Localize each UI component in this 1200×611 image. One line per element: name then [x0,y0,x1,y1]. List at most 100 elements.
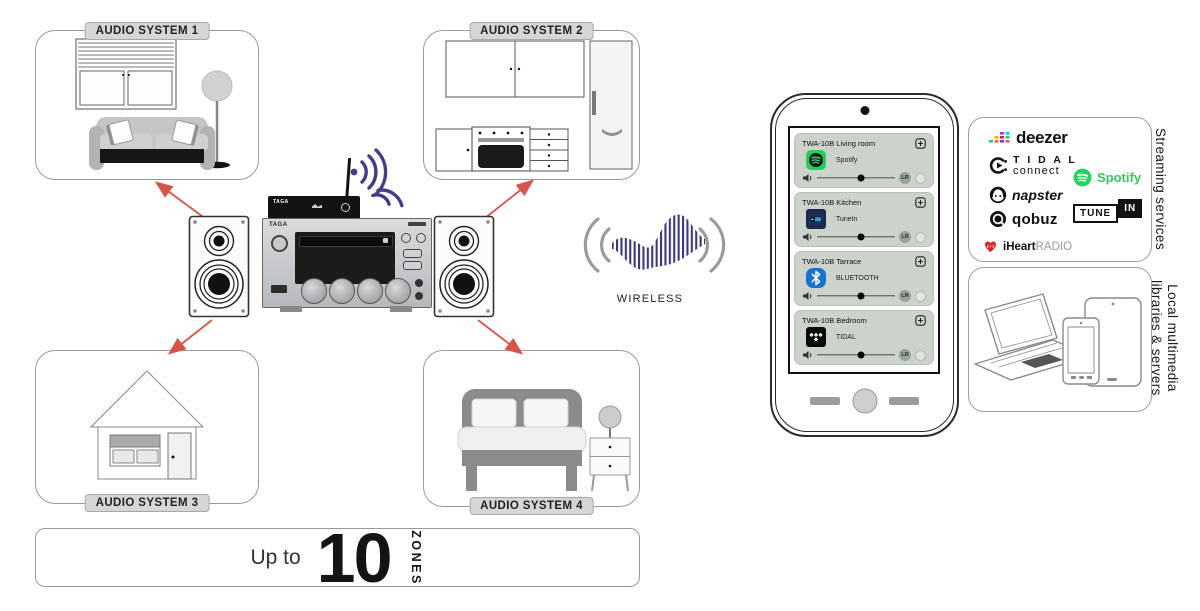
add-zone-button[interactable] [915,138,926,149]
phone-soft-key-left[interactable] [810,397,840,405]
napster-icon [989,186,1007,204]
balance-badge[interactable]: LR [899,231,911,243]
volume-slider-knob[interactable] [857,174,865,182]
amp-model-mark [408,222,426,226]
smartphone: TWA-10B Living room Spotify LR [770,93,959,437]
audio-system-2-box: AUDIO SYSTEM 2 [423,22,640,180]
preset-button-2[interactable] [403,261,422,270]
phone-camera-dot [860,106,869,115]
tidal-connect-icon [989,156,1007,174]
tidal-app-icon [806,327,826,347]
tidal-connect-logo: T I D A L connect [989,154,1077,177]
treble-knob[interactable] [329,278,355,304]
volume-slider-knob[interactable] [857,351,865,359]
adapter-logo-mark [312,204,322,208]
deezer-icon [989,132,1010,143]
amplifier-assembly: TAGA TAGA [262,148,432,314]
speaker-volume-icon [803,351,812,359]
bass-knob[interactable] [301,278,327,304]
kitchen-illustration [435,40,633,172]
zone-toggle[interactable] [915,290,926,302]
app-screen: TWA-10B Living room Spotify LR [788,126,940,374]
bluetooth-icon [806,268,826,288]
iheartradio-logo: iHeartRADIO [983,237,1072,255]
zones-banner: Up to 10 ZONES [35,518,640,597]
mic-jack [415,292,423,300]
phone-soft-key-right[interactable] [889,397,919,405]
amp-foot-left [280,306,302,312]
audio-system-3-label: AUDIO SYSTEM 3 [84,494,210,512]
qobuz-logo: qobuz [989,210,1058,228]
zone-card-bedroom: TWA-10B Bedroom TIDAL LR [794,310,934,365]
amp-brand: TAGA [269,222,288,228]
add-zone-button[interactable] [915,197,926,208]
phone-home-button[interactable] [852,388,877,414]
zone-card-terrace: TWA-10B Tarrace BLUETOOTH LR [794,251,934,306]
volume-slider-knob[interactable] [857,233,865,241]
volume-slider[interactable] [817,351,895,359]
banner-count: 10 [316,518,393,597]
left-speaker [188,215,250,318]
volume-slider[interactable] [817,233,895,241]
zone-name: TWA-10B Living room [802,139,876,148]
wireless-adapter: TAGA [268,196,360,219]
input-knob-small-2[interactable] [416,233,426,243]
zone-service: Spotify [836,156,858,164]
cd-slot [299,236,393,247]
wireless-label: WIRELESS [616,293,684,305]
spotify-icon [1073,168,1092,187]
balance-badge[interactable]: LR [899,290,911,302]
source-knob[interactable] [357,278,383,304]
banner-unit: ZONES [408,529,423,586]
power-button[interactable] [271,235,288,252]
adapter-brand: TAGA [273,199,289,205]
audio-system-3-box: AUDIO SYSTEM 3 [35,350,259,512]
deezer-logo: deezer [989,128,1068,148]
right-speaker [433,215,495,318]
zone-toggle[interactable] [915,172,926,184]
speaker-volume-icon [803,174,812,182]
zone-toggle[interactable] [915,349,926,361]
volume-slider-knob[interactable] [857,292,865,300]
audio-system-2-label: AUDIO SYSTEM 2 [469,22,594,40]
preset-button-1[interactable] [403,249,422,258]
zone-service: TIDAL [836,333,856,341]
volume-slider[interactable] [817,174,895,182]
local-media-box [968,267,1152,412]
speaker-volume-icon [803,233,812,241]
zone-service: TuneIn [836,215,858,223]
tunein-logo: TUNE IN [1073,199,1143,223]
spotify-logo: Spotify [1073,168,1141,187]
zone-name: TWA-10B Kitchen [802,198,862,207]
zone-card-kitchen: TWA-10B Kitchen TuneIn LR [794,192,934,247]
devices-illustration [974,293,1142,387]
audio-system-1-label: AUDIO SYSTEM 1 [84,22,210,40]
add-zone-button[interactable] [915,315,926,326]
phones-jack [415,279,423,287]
volume-slider[interactable] [817,292,895,300]
zone-service: BLUETOOTH [836,274,879,282]
wireless-wave-icon [583,214,726,273]
local-media-label: Local multimedia libraries & servers [1149,280,1180,396]
volume-knob-front[interactable] [385,278,411,304]
balance-badge[interactable]: LR [899,172,911,184]
iheart-icon [985,241,996,253]
speaker-volume-icon [803,292,812,300]
add-zone-button[interactable] [915,256,926,267]
amp-display [295,232,395,284]
audio-system-4-box: AUDIO SYSTEM 4 [423,350,640,515]
zone-toggle[interactable] [915,231,926,243]
balance-badge[interactable]: LR [899,349,911,361]
usb-port [271,285,287,293]
input-knob-small-1[interactable] [401,233,411,243]
banner-prefix: Up to [250,545,301,569]
wifi-signal-icon [350,148,404,208]
napster-logo: napster [989,186,1063,204]
zone-name: TWA-10B Bedroom [802,316,867,325]
amplifier-front: TAGA [262,218,432,308]
streaming-services-label: Streaming services [1153,128,1168,250]
eject-button[interactable] [383,238,388,243]
bedroom-illustration [457,389,631,492]
audio-system-1-box: AUDIO SYSTEM 1 [35,22,259,180]
